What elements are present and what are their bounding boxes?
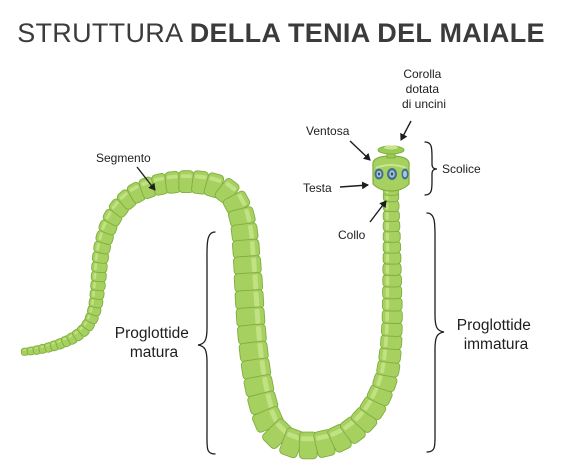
crown-highlight [384, 145, 398, 150]
body-segment [178, 170, 195, 194]
scolex [372, 145, 410, 192]
label-corolla: Corolla dotata di uncini [402, 67, 446, 111]
body-segment [378, 346, 402, 364]
label-proglottide-immatura: Proglottide immatura [457, 317, 535, 353]
brace-immatura [426, 212, 445, 453]
body-segment [243, 374, 275, 398]
body-segment [372, 371, 398, 393]
body-segment [238, 340, 269, 363]
body-segment [382, 230, 401, 243]
arrow-testa [339, 181, 369, 190]
sucker-center [387, 168, 397, 180]
label-corolla-line3: di uncini [402, 97, 446, 111]
braces [197, 141, 445, 455]
body-segment [89, 288, 105, 300]
label-proglottide-matura: Proglottide matura [115, 325, 193, 361]
sucker-left [374, 168, 384, 180]
segment-bands [20, 170, 403, 460]
worm-body [20, 170, 403, 460]
body-segment [164, 170, 182, 194]
body-segment [233, 255, 262, 276]
body-segment [381, 309, 403, 324]
title-light: STRUTTURA [17, 18, 182, 48]
body-segment [380, 334, 403, 350]
body-segment [382, 297, 403, 312]
label-segmento: Segmento [96, 151, 151, 165]
page-title: STRUTTURA DELLA TENIA DEL MAIALE [0, 18, 562, 49]
body-segment [382, 240, 402, 254]
label-corolla-line1: Corolla [403, 67, 441, 81]
body-segment [90, 279, 106, 292]
label-matura-line1: Proglottide [115, 325, 189, 342]
body-segment [382, 285, 403, 300]
title-bold: DELLA TENIA DEL MAIALE [189, 18, 545, 48]
body-segment [382, 251, 402, 265]
arrow-collo [369, 200, 387, 223]
label-immatura-line1: Proglottide [457, 317, 531, 334]
brace-matura [197, 231, 216, 455]
body-segment [232, 238, 261, 259]
body-segment [382, 262, 402, 276]
body-segment [279, 427, 305, 459]
arrow-corolla [400, 120, 412, 141]
body-segment [382, 273, 402, 288]
label-immatura-line2: immatura [464, 336, 529, 353]
head-highlight [375, 164, 407, 169]
sucker-right [401, 168, 409, 180]
body-segment [191, 170, 209, 195]
label-collo: Collo [338, 228, 366, 242]
label-corolla-line2: dotata [406, 82, 440, 96]
body-segment [350, 406, 378, 433]
label-matura-line2: matura [130, 344, 179, 361]
label-ventosa: Ventosa [306, 124, 350, 138]
body-segment [381, 321, 403, 337]
label-testa: Testa [303, 181, 332, 195]
arrow-segmento [136, 166, 156, 191]
body-segment [234, 289, 265, 310]
label-scolice: Scolice [442, 162, 481, 176]
brace-scolice [424, 141, 438, 196]
arrow-ventosa [349, 140, 371, 161]
annotation-arrows [136, 120, 412, 223]
body-segment [376, 359, 401, 378]
